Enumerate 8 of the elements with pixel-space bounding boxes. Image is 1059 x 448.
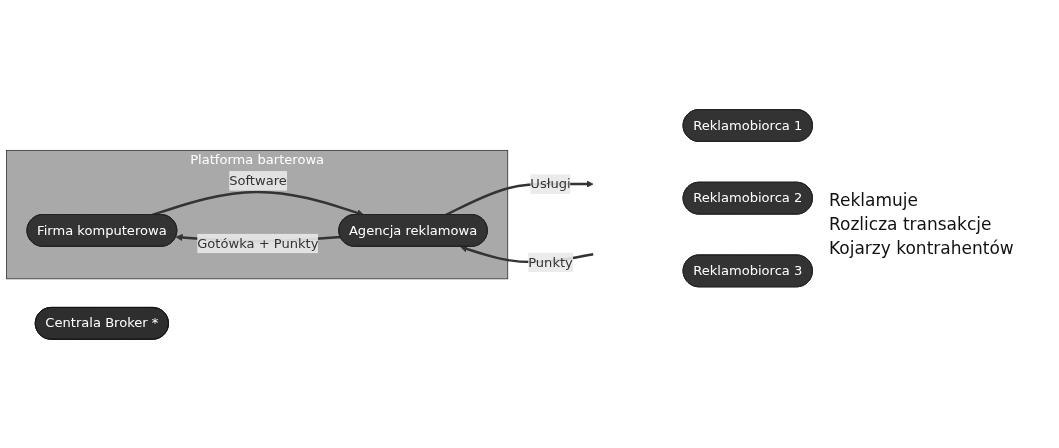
note-text: Reklamuje xyxy=(829,189,919,212)
edge-label: Usługi xyxy=(530,175,571,192)
note-text: Rozlicza transakcje xyxy=(829,213,993,236)
edge-label: Gotówka + Punkty xyxy=(197,234,319,251)
arrow xyxy=(151,190,364,216)
note-text: Kojarzy kontrahentów xyxy=(829,237,1015,260)
edge-label: Software xyxy=(229,172,287,188)
edge-label: Punkty xyxy=(528,253,573,270)
